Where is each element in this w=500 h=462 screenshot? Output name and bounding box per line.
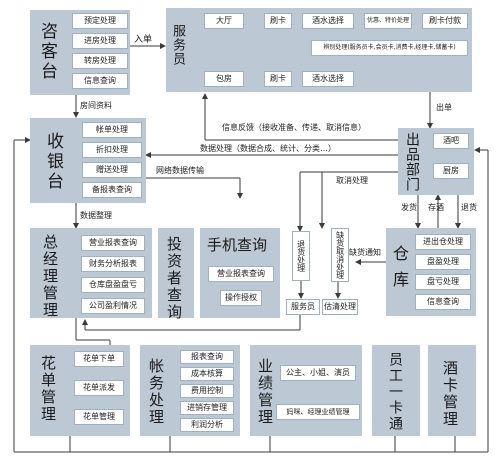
waiter-room[interactable]: 包房 — [204, 71, 244, 87]
waiter-card-process[interactable]: 辨别处理(服务员卡,会员卡,消费卡,经理卡,储蓄卡) — [311, 40, 468, 56]
order-in-label: 入单 — [134, 35, 153, 45]
account-item-inventory[interactable]: 进销存管理 — [180, 401, 234, 415]
mobile-title: 手机查询 — [207, 236, 268, 254]
warehouse-item-query[interactable]: 信息查询 — [415, 294, 471, 310]
return-label: 退货 — [461, 203, 477, 212]
reception-item-checkin[interactable]: 进房处理 — [72, 33, 128, 49]
dispatch-kitchen[interactable]: 厨房 — [433, 163, 469, 179]
reception-item-transfer[interactable]: 转房处理 — [72, 53, 128, 69]
cashier-title: 收银台 — [43, 132, 63, 192]
cashier-item-gift[interactable]: 赠送处理 — [82, 162, 142, 178]
shortage-cancel-box[interactable]: 缺货取消处理 — [331, 228, 349, 282]
shortage-notice-label: 缺货通知 — [349, 248, 381, 257]
ship-label: 发货 — [401, 203, 417, 212]
mobile-item-auth[interactable]: 操作授权 — [220, 290, 262, 306]
dispatch-bar[interactable]: 酒吧 — [433, 133, 469, 149]
gm-item-finance[interactable]: 财务分析报表 — [81, 256, 145, 272]
cancel-label: 取消处理 — [336, 176, 368, 185]
cashier-item-report[interactable]: 备报表查询 — [82, 182, 142, 198]
reception-item-reserve[interactable]: 预定处理 — [72, 13, 128, 29]
gm-item-report[interactable]: 营业报表查询 — [81, 235, 145, 251]
perf-block — [250, 345, 362, 436]
settle-box[interactable]: 估清处理 — [322, 299, 358, 315]
waiter-discount[interactable]: 优惠、特价处理 — [364, 13, 412, 29]
mobile-item-report[interactable]: 营业报表查询 — [208, 266, 274, 282]
warehouse-title: 仓库 — [390, 245, 409, 297]
gm-title: 总经理管理 — [41, 234, 59, 319]
waiter-hall[interactable]: 大厅 — [204, 13, 244, 29]
return-process-box[interactable]: 退货处理 — [292, 231, 310, 281]
account-item-profit[interactable]: 利润分析 — [180, 418, 234, 432]
warehouse-item-surplus[interactable]: 盘盈处理 — [415, 254, 471, 270]
perf-title: 业绩管理 — [256, 358, 274, 426]
wine-title: 酒卡管理 — [441, 360, 459, 428]
waiter-drinks-2[interactable]: 酒水选择 — [302, 71, 354, 87]
waiter-drinks-1[interactable]: 酒水选择 — [302, 13, 354, 29]
warehouse-item-inout[interactable]: 进出仓处理 — [415, 234, 471, 250]
data-organize-label: 数据整理 — [80, 211, 112, 220]
flower-item-manage[interactable]: 花单管理 — [74, 409, 124, 425]
data-process-label: 数据处理（数据合成、统计、分类…） — [200, 144, 336, 153]
reception-title: 咨客台 — [37, 22, 57, 82]
staff-title: 员工一卡通 — [387, 352, 403, 432]
gm-item-stock[interactable]: 仓库盘盈盘亏 — [81, 277, 145, 293]
room-data-label: 房间资料 — [80, 101, 112, 110]
network-label: 网络数据传输 — [156, 166, 204, 175]
waiter-swipe-1[interactable]: 刷卡 — [264, 13, 292, 29]
flower-title: 花单管理 — [39, 355, 57, 423]
order-out-label: 出单 — [436, 103, 452, 112]
account-item-cost[interactable]: 成本核算 — [180, 367, 234, 381]
account-item-expense[interactable]: 费用控制 — [180, 384, 234, 398]
waiter-pay[interactable]: 刷卡付款 — [422, 13, 468, 29]
store-wine-label: 存酒 — [428, 203, 444, 212]
perf-item-hostess[interactable]: 公主、小姐、演员 — [280, 365, 356, 381]
feedback-label: 信息反馈（接收准备、传递、取消信息） — [222, 123, 366, 132]
gm-item-profit[interactable]: 公司盈利情况 — [81, 298, 145, 314]
wine-block — [428, 345, 476, 436]
flower-item-order[interactable]: 花单下单 — [74, 351, 124, 367]
waiter-swipe-2[interactable]: 刷卡 — [264, 71, 292, 87]
account-item-report[interactable]: 报表查询 — [180, 350, 234, 364]
cashier-item-discount[interactable]: 折扣处理 — [82, 142, 142, 158]
waiter-title: 服务员 — [170, 24, 185, 66]
dispatch-title: 出品部门 — [404, 132, 420, 192]
account-title: 帐务处理 — [147, 358, 165, 426]
staff-block — [372, 345, 420, 436]
investor-block — [158, 228, 194, 318]
warehouse-item-deficit[interactable]: 盘亏处理 — [415, 274, 471, 290]
cashier-item-bill[interactable]: 帐单处理 — [82, 122, 142, 138]
flower-item-dispatch[interactable]: 花单派发 — [74, 380, 124, 396]
waiter-2-box[interactable]: 服务员 — [286, 299, 320, 315]
investor-title: 投资者查询 — [165, 236, 183, 321]
perf-item-manager[interactable]: 妈咪、经理业绩管理 — [276, 404, 360, 420]
reception-item-query[interactable]: 信息查询 — [72, 73, 128, 89]
